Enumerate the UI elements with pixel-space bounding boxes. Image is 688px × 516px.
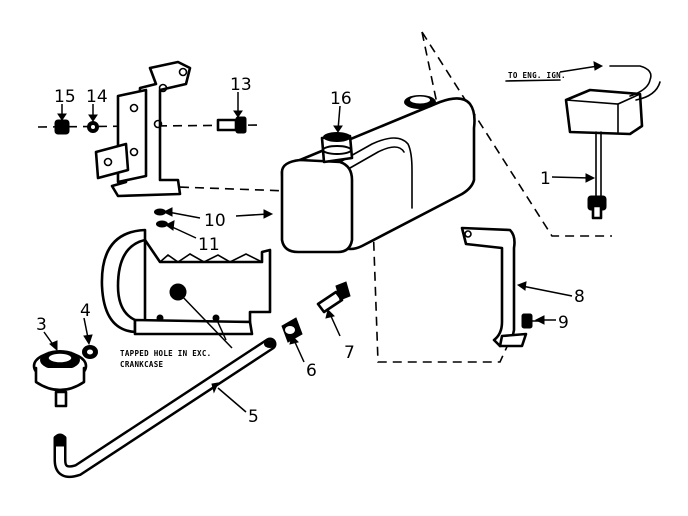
callout-numbers: 15 14 13 16 10 11 1 8 9 3 4 5 6 7 xyxy=(36,75,585,427)
fitting-4 xyxy=(82,345,98,359)
ignition-module xyxy=(564,65,661,220)
fuel-valve-3 xyxy=(32,350,88,408)
callout-13: 13 xyxy=(230,75,252,95)
bolt-13 xyxy=(216,116,247,134)
callout-5: 5 xyxy=(248,407,259,427)
callout-6: 6 xyxy=(306,361,317,381)
fitting-6 xyxy=(281,317,303,343)
callout-14: 14 xyxy=(86,87,108,107)
mounting-bracket xyxy=(94,60,192,198)
callout-1: 1 xyxy=(540,169,551,189)
note-tapped-hole: TAPPED HOLE IN EXC. xyxy=(120,349,212,358)
fuel-line-5 xyxy=(53,337,277,479)
leader-lines xyxy=(43,61,604,413)
washer-14 xyxy=(87,121,99,133)
callout-16: 16 xyxy=(330,89,352,109)
note-to-eng-ign: TO ENG. IGN. xyxy=(508,71,566,80)
callout-3: 3 xyxy=(36,315,47,335)
washer-11 xyxy=(156,220,168,228)
washer-10 xyxy=(154,208,166,216)
crankcase-section xyxy=(100,228,272,336)
callout-8: 8 xyxy=(574,287,585,307)
tank-strap-8 xyxy=(460,226,528,348)
nut-15 xyxy=(54,119,70,135)
callout-10: 10 xyxy=(204,211,226,231)
callout-9: 9 xyxy=(558,313,569,333)
callout-15: 15 xyxy=(54,87,76,107)
diagram-notes: TO ENG. IGN. TAPPED HOLE IN EXC. CRANKCA… xyxy=(120,71,566,369)
callout-4: 4 xyxy=(80,301,91,321)
elbow-7 xyxy=(316,281,351,314)
callout-11: 11 xyxy=(198,235,220,255)
fuel-cap-16 xyxy=(320,132,354,164)
note-crankcase: CRANKCASE xyxy=(120,360,164,369)
fuel-tank xyxy=(280,95,476,254)
callout-7: 7 xyxy=(344,343,355,363)
